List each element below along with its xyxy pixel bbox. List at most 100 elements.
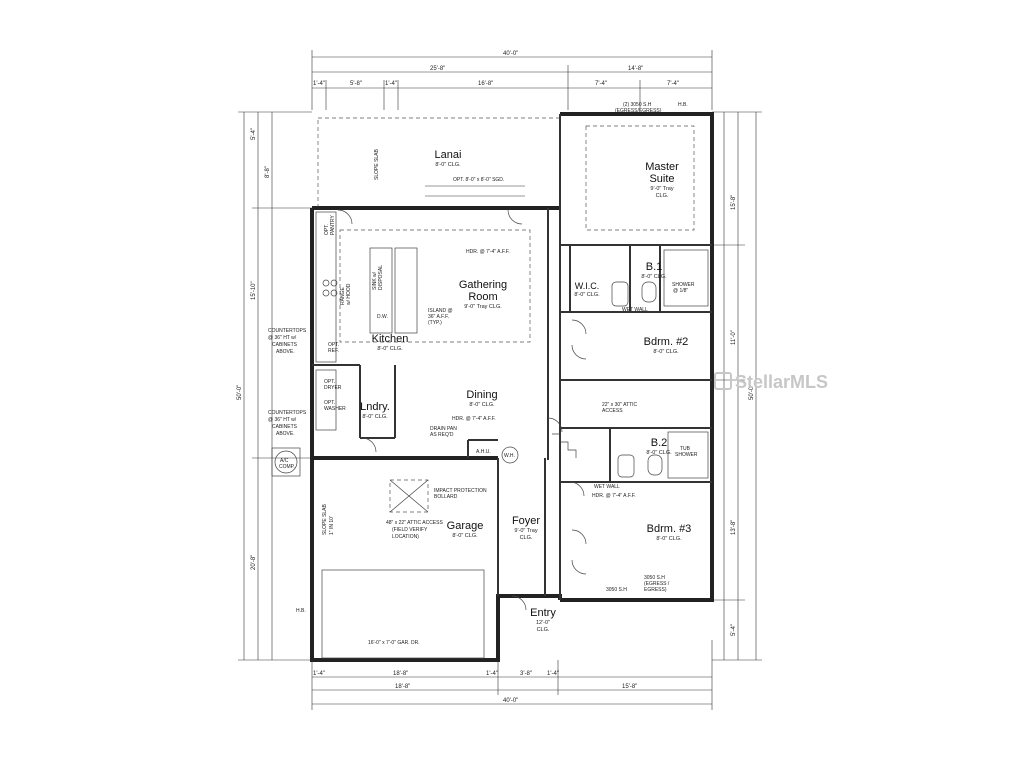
top-row-dim-1: 1'-4" (313, 81, 325, 87)
room-foyer-ceiling-1: 9'-0" Tray (514, 528, 537, 534)
b1-shower (663, 249, 709, 307)
top-row-dim-5: 7'-4" (595, 81, 607, 87)
note-window-bd3-2: (EGRESS / (644, 581, 670, 587)
room-gathering-name-1: Gathering (459, 279, 507, 291)
note-pantry-1: OPT. (324, 224, 330, 235)
note-opt-sgd: OPT. 8'-0" x 8'-0" SGD. (453, 177, 504, 183)
top-left-dim: 25'-8" (430, 66, 445, 72)
room-bdrm3-name: Bdrm. #3 (647, 523, 692, 535)
right-part-dim-1: 15'-8" (731, 195, 737, 210)
bottom-dimension-lines: 1'-4" 18'-8" 1'-4" 3'-8" 1'-4" 18'-8" 15… (311, 640, 713, 710)
master-tray-outline (585, 125, 695, 231)
left-part-dim-3: 20'-8" (251, 555, 257, 570)
gathering-tray-outline (339, 229, 531, 343)
note-pantry-2: PANTRY (330, 215, 336, 235)
note-countertops-2-line-4: ABOVE. (276, 431, 295, 437)
laundry-counter (315, 369, 337, 431)
room-garage-ceiling: 8'-0" CLG. (452, 533, 478, 539)
room-gathering-ceiling: 9'-0" Tray CLG. (464, 304, 502, 310)
room-kitchen-ceiling: 8'-0" CLG. (377, 346, 403, 352)
watermark: StellarMLS (714, 372, 828, 393)
note-dw: D.W. (377, 314, 388, 320)
note-slope-slab-2: 1" IN 10' (329, 516, 335, 535)
note-hdr-1: HDR. @ 7'-4" A.F.F. (466, 249, 510, 255)
note-range-1: RANGE (340, 287, 346, 305)
note-tub-1: TUB (680, 446, 691, 452)
kitchen-counter (315, 211, 337, 363)
top-row-dim-2: 5'-8" (350, 81, 362, 87)
room-master-ceiling-2: CLG. (656, 193, 669, 199)
b1-lav (611, 281, 629, 307)
note-slope-lanai-1: SLOPE SLAB (374, 148, 380, 180)
note-opt-dryer-2: DRYER (324, 385, 342, 391)
note-wh: W.H. (504, 453, 515, 459)
room-master-ceiling-1: 9'-0" Tray (650, 186, 673, 192)
note-opt-washer-2: WASHER (324, 406, 346, 412)
room-gathering-name-2: Room (468, 291, 497, 303)
note-countertops-2-line-2: @ 36" HT w/ (268, 417, 297, 423)
b2-lav (617, 454, 635, 478)
left-part-dim-2: 15'-10" (251, 281, 257, 300)
note-island-2: 36" A.F.F. (428, 314, 449, 320)
kitchen-island-2 (394, 247, 418, 334)
note-countertops-2-line-3: CABINETS (272, 424, 298, 430)
note-shower-2: @ 1/8" (673, 288, 688, 294)
left-part-dim-1: 5'-4" (251, 128, 257, 140)
range-burner-2 (322, 289, 330, 297)
note-attic-hall-2: ACCESS (602, 408, 623, 414)
note-window-bd3-3: EGRESS) (644, 587, 667, 593)
range-burner-3 (330, 279, 338, 287)
garage-door-opening (321, 569, 485, 659)
note-wet-wall-2: WET WALL (594, 484, 620, 490)
room-entry-name: Entry (530, 607, 556, 619)
note-countertops-1-line-4: ABOVE. (276, 349, 295, 355)
note-countertops-1-line-3: CABINETS (272, 342, 298, 348)
top-row-dim-6: 7'-4" (667, 81, 679, 87)
top-row-dim-3: 1'-4" (385, 81, 397, 87)
room-bdrm2-ceiling: 8'-0" CLG. (653, 349, 679, 355)
kitchen-island (369, 247, 393, 334)
note-drain-pan-1: DRAIN PAN (430, 426, 457, 432)
range-burner-1 (322, 279, 330, 287)
bottom-row-dim-3: 1'-4" (486, 671, 498, 677)
note-countertops-1-line-2: @ 36" HT w/ (268, 335, 297, 341)
note-opt-ref-2: REF. (328, 348, 339, 354)
room-dining-name: Dining (466, 389, 497, 401)
b1-wc (641, 281, 657, 303)
room-labels: Lanai 8'-0" CLG. Master Suite 9'-0" Tray… (360, 149, 691, 633)
room-lanai-ceiling: 8'-0" CLG. (435, 162, 461, 168)
note-ac-2: COMP. (279, 464, 295, 470)
room-bdrm3-ceiling: 8'-0" CLG. (656, 536, 682, 542)
note-tub-2: SHOWER (675, 452, 698, 458)
note-drain-pan-2: AS REQ'D (430, 432, 454, 438)
room-wic-ceiling: 8'-0" CLG. (574, 292, 600, 298)
right-part-dim-4: 5'-4" (731, 624, 737, 636)
left-dimension-lines: 50'-0" 5'-4" 15'-10" 20'-8" 8'-8" (237, 111, 312, 661)
note-impact-2: BOLLARD (434, 494, 458, 500)
note-sink-1: SINK w/ (372, 271, 378, 290)
room-b1-ceiling: 8'-0" CLG. (641, 274, 667, 280)
room-lanai-name: Lanai (435, 149, 462, 161)
note-attic-hall-1: 22" x 30" ATTIC (602, 402, 638, 408)
ac-fan (274, 450, 298, 474)
note-attic-garage-3: LOCATION) (392, 534, 419, 540)
bottom-row-dim-1: 1'-4" (313, 671, 325, 677)
room-foyer-name: Foyer (512, 515, 540, 527)
top-right-dim: 14'-8" (628, 66, 643, 72)
note-hb-left: H.B. (296, 608, 306, 614)
room-laundry-ceiling: 8'-0" CLG. (362, 414, 388, 420)
room-entry-ceiling-1: 12'-0" (536, 620, 550, 626)
room-dining-ceiling: 8'-0" CLG. (469, 402, 495, 408)
room-b1-name: B.1 (646, 261, 663, 273)
room-wic-name: W.I.C. (575, 281, 600, 291)
note-hb-top: H.B. (678, 102, 688, 108)
right-overall-dim: 50'-0" (749, 385, 755, 400)
room-b2-name: B.2 (651, 437, 668, 449)
top-row-dim-4: 16'-8" (478, 81, 493, 87)
room-entry-ceiling-2: CLG. (537, 627, 550, 633)
bottom-row-dim-4: 3'-8" (520, 671, 532, 677)
note-ac-1: A/C (280, 458, 289, 464)
note-countertops-2-line-1: COUNTERTOPS (268, 410, 307, 416)
overall-bottom-dim: 40'-0" (503, 698, 518, 704)
